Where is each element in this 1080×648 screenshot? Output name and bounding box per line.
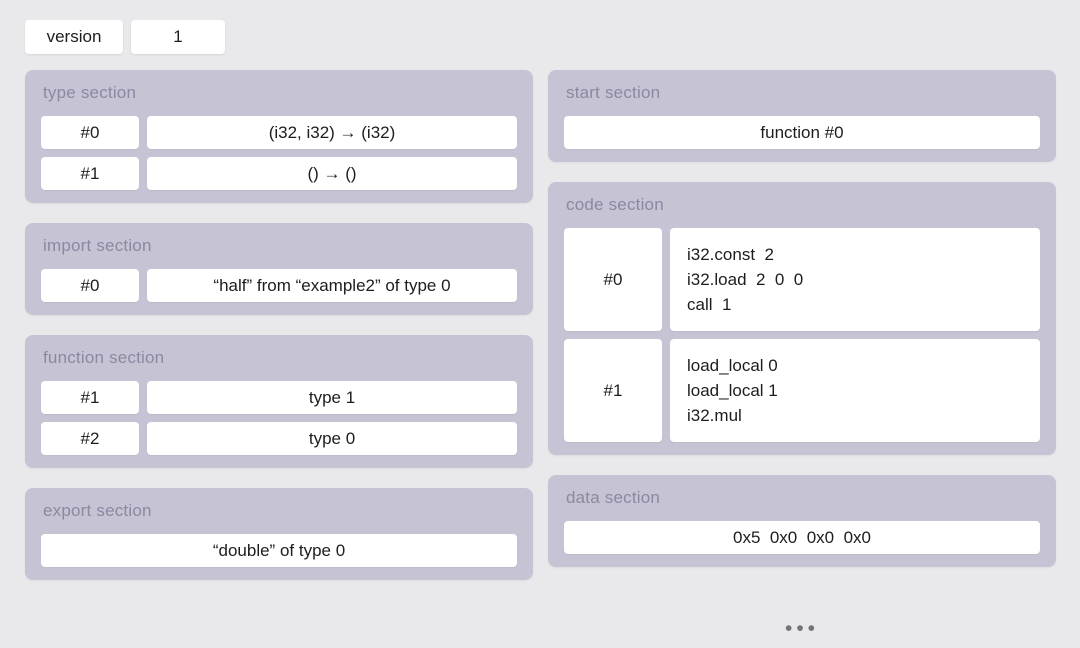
table-row: #1 type 1 [41, 381, 517, 414]
import-section-title: import section [43, 236, 152, 255]
left-column: type section #0 (i32, i32) → (i32) #1 ()… [25, 70, 533, 641]
table-row: #0 i32.const 2 i32.load 2 0 0 call 1 [564, 228, 1040, 331]
version-value: 1 [173, 27, 183, 46]
export-section-panel: export section “double” of type 0 [25, 488, 533, 580]
version-label: version [46, 27, 102, 46]
start-section-panel: start section function #0 [548, 70, 1056, 162]
row-index: #0 [41, 116, 139, 149]
export-section-title: export section [43, 501, 152, 520]
import-section-panel: import section #0 “half” from “example2”… [25, 223, 533, 315]
table-row: #1 load_local 0 load_local 1 i32.mul [564, 339, 1040, 442]
code-body: i32.const 2 i32.load 2 0 0 call 1 [670, 228, 1040, 331]
row-index: #1 [564, 339, 662, 442]
right-column: start section function #0 code section #… [548, 70, 1056, 641]
row-index: #2 [41, 422, 139, 455]
row-value: type 1 [147, 381, 517, 414]
code-line: i32.const 2 [687, 245, 774, 264]
table-row: #2 type 0 [41, 422, 517, 455]
function-section-panel: function section #1 type 1 #2 type 0 [25, 335, 533, 468]
row-value: () → () [147, 157, 517, 190]
function-section-title: function section [43, 348, 165, 367]
table-row: function #0 [564, 116, 1040, 149]
code-body: load_local 0 load_local 1 i32.mul [670, 339, 1040, 442]
code-section-title: code section [566, 195, 664, 214]
version-label-box: version [25, 20, 123, 54]
table-row: #0 (i32, i32) → (i32) [41, 116, 517, 149]
row-value: “double” of type 0 [41, 534, 517, 567]
code-line: load_local 0 [687, 356, 778, 375]
row-index: #0 [564, 228, 662, 331]
row-index: #1 [41, 157, 139, 190]
row-value: (i32, i32) → (i32) [147, 116, 517, 149]
version-value-box: 1 [131, 20, 225, 54]
code-line: load_local 1 [687, 381, 778, 400]
start-section-title: start section [566, 83, 661, 102]
code-line: call 1 [687, 295, 732, 314]
table-row: 0x5 0x0 0x0 0x0 [564, 521, 1040, 554]
data-section-panel: data section 0x5 0x0 0x0 0x0 [548, 475, 1056, 567]
row-value: function #0 [564, 116, 1040, 149]
section-columns: type section #0 (i32, i32) → (i32) #1 ()… [25, 70, 1056, 641]
row-value: 0x5 0x0 0x0 0x0 [564, 521, 1040, 554]
row-value: “half” from “example2” of type 0 [147, 269, 517, 302]
table-row: “double” of type 0 [41, 534, 517, 567]
type-section-title: type section [43, 83, 137, 102]
table-row: #1 () → () [41, 157, 517, 190]
table-row: #0 “half” from “example2” of type 0 [41, 269, 517, 302]
version-row: version 1 [25, 20, 225, 54]
type-section-panel: type section #0 (i32, i32) → (i32) #1 ()… [25, 70, 533, 203]
row-value: type 0 [147, 422, 517, 455]
code-line: i32.load 2 0 0 [687, 270, 804, 289]
data-section-title: data section [566, 488, 661, 507]
code-line: i32.mul [687, 406, 742, 425]
row-index: #0 [41, 269, 139, 302]
more-sections-ellipsis-icon: ••• [784, 617, 820, 640]
row-index: #1 [41, 381, 139, 414]
code-section-panel: code section #0 i32.const 2 i32.load 2 0… [548, 182, 1056, 455]
